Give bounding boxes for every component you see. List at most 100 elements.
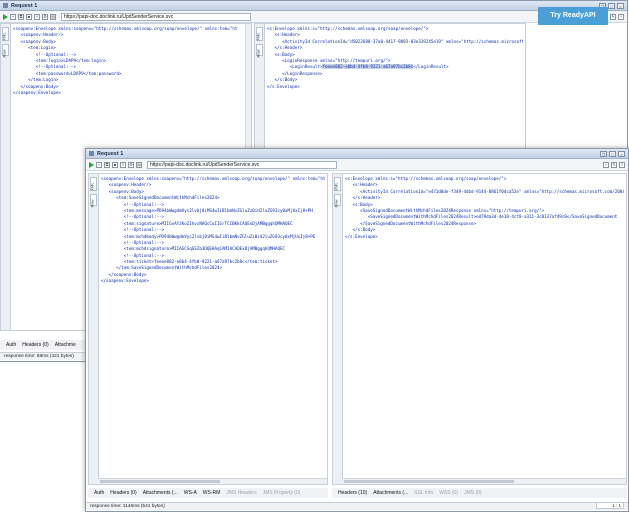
clone-icon[interactable]: ⧉ — [18, 13, 24, 20]
tab-jms-0[interactable]: JMS (0) — [464, 490, 482, 496]
tab-raw[interactable]: Raw — [334, 194, 341, 208]
edit-endpoint-icon[interactable]: ✎ — [610, 13, 616, 20]
tab-headers-0[interactable]: Headers (0) — [110, 490, 137, 496]
restore-icon[interactable]: ❐ — [600, 150, 607, 157]
close-icon[interactable]: × — [617, 2, 624, 9]
tab-headers-10[interactable]: Headers (10) — [338, 490, 368, 496]
code-line: </LoginResponse> — [267, 70, 323, 76]
code-line: </s:Envelope> — [345, 233, 378, 239]
tab-ssl-info[interactable]: SSL Info — [414, 490, 434, 496]
tab-raw[interactable]: Raw — [90, 194, 97, 208]
help-icon[interactable]: ? — [619, 161, 625, 168]
endpoint-url-input[interactable]: https://papi-doc.doclink.ru/UpdSenderSer… — [147, 160, 337, 169]
layout-icon[interactable]: ▤ — [136, 161, 142, 168]
tab-attachments[interactable]: Attachme — [54, 342, 76, 348]
tab-attachments[interactable]: Attachments (... — [373, 490, 409, 496]
code-line: <!--Optional:--> — [101, 227, 165, 233]
try-readyapi-button[interactable]: Try ReadyAPI — [538, 7, 608, 25]
tab-attachments[interactable]: Attachments (... — [142, 490, 178, 496]
code-line: <soapenv:Header/> — [13, 32, 64, 38]
maximize-icon[interactable]: □ — [609, 150, 616, 157]
code-line: <soapenv:Body> — [101, 188, 144, 194]
tab-headers[interactable]: Headers (0) — [22, 342, 49, 348]
tab-ws-rm[interactable]: WS-RM — [202, 490, 221, 496]
window-2-toolbar: + ⧉ ■ ≡ ⚙ ▤ https://papi-doc.doclink.ru/… — [86, 159, 628, 171]
format-icon[interactable]: ≡ — [120, 161, 126, 168]
scrollbar-thumb[interactable] — [344, 480, 514, 483]
close-icon[interactable]: × — [618, 150, 625, 157]
code-line: <tem:password>LDAP9</tem:password> — [13, 70, 122, 76]
tab-xml[interactable]: XML — [256, 27, 263, 41]
tab-jms-property-0[interactable]: JMS Property (0) — [262, 490, 301, 496]
tab-xml[interactable]: XML — [334, 177, 341, 191]
code-line: <SaveSignedDocumentWithMchdFiles2024Resu… — [345, 214, 618, 220]
window-1-title: Request 1 — [11, 2, 38, 9]
tab-ws-a[interactable]: WS-A — [183, 490, 197, 496]
scrollbar-thumb[interactable] — [100, 480, 220, 483]
response-xml-viewer[interactable]: <s:Envelope xmlns:s="http://schemas.xmls… — [345, 176, 624, 484]
request-view-tabs: XML Raw — [89, 174, 99, 484]
add-icon[interactable]: + — [10, 13, 16, 20]
request-xml-editor[interactable]: <soapenv:Envelope xmlns:soapenv="http://… — [101, 176, 325, 484]
tab-raw[interactable]: Raw — [2, 44, 9, 58]
code-line: </soapenv:Envelope> — [101, 278, 149, 284]
code-line: <!--Optional:--> — [101, 239, 165, 245]
settings-icon[interactable]: ⚙ — [128, 161, 134, 168]
add-icon[interactable]: + — [96, 161, 102, 168]
add-endpoint-icon[interactable]: + — [603, 161, 609, 168]
window-1-request-tabs: Auth Headers (0) Attachme — [0, 340, 85, 350]
tab-auth[interactable]: Auth — [6, 342, 17, 348]
window-2-request-pane: XML Raw <soapenv:Envelope xmlns:soapenv=… — [88, 173, 328, 485]
settings-icon[interactable]: ⚙ — [42, 13, 48, 20]
stop-icon[interactable]: ■ — [112, 161, 118, 168]
help-icon[interactable]: ? — [618, 13, 624, 20]
tab-raw[interactable]: Raw — [256, 44, 263, 58]
code-line: <s:Envelope xmlns:s="http://schemas.xmls… — [267, 26, 429, 31]
tab-xml[interactable]: XML — [2, 27, 9, 41]
code-line: <!--Optional:--> — [101, 252, 165, 258]
stop-icon[interactable]: ■ — [26, 13, 32, 20]
code-line: <tem:Login> — [13, 45, 56, 51]
tab-wss-0[interactable]: WSS (0) — [439, 490, 459, 496]
window-2-titlebar: Request 1 ❐ □ × — [86, 149, 628, 159]
login-result-close-tag: </LoginResult> — [413, 64, 449, 70]
horizontal-scrollbar[interactable] — [98, 478, 327, 484]
request-xml-editor[interactable]: <soapenv:Envelope xmlns:soapenv="http://… — [13, 26, 249, 330]
format-icon[interactable]: ≡ — [34, 13, 40, 20]
code-line: <ActivityId CorrelationId="e471d0de-f349… — [345, 188, 624, 194]
response-xml-viewer[interactable]: <s:Envelope xmlns:s="http://schemas.xmls… — [267, 26, 523, 330]
code-line: <tem:mchdsignature>MIIAGCSqGSIb3DQEHAqCA… — [101, 246, 286, 252]
tab-jms-headers[interactable]: JMS Headers — [226, 490, 257, 496]
edit-endpoint-icon[interactable]: ✎ — [611, 161, 617, 168]
code-line: <!--Optional:--> — [101, 214, 165, 220]
cursor-position: 1 : 1 — [596, 502, 624, 509]
code-line: </tem:SaveSignedDocumentWithMchdFiles202… — [101, 265, 223, 271]
code-line: </SaveSignedDocumentWithMchdFiles2024Res… — [345, 220, 477, 226]
code-line: <!--Optional:--> — [13, 64, 77, 70]
code-line: <s:Header> — [345, 182, 378, 188]
tab-xml[interactable]: XML — [90, 177, 97, 191]
window-2-status-bar: response time: 1146ms (541 bytes) — [86, 502, 628, 510]
clone-icon[interactable]: ⧉ — [104, 161, 110, 168]
code-line: <soapenv:Body> — [13, 38, 56, 44]
endpoint-url-input[interactable]: https://papi-doc.doclink.ru/UpdSenderSer… — [61, 12, 251, 21]
code-line: <s:Envelope xmlns:s="http://schemas.xmls… — [345, 176, 507, 181]
window-2-request-tabs: Auth Headers (0) Attachments (... WS-A WS-RM… — [88, 488, 328, 498]
window-1-status-bar: response time: 58ms (421 bytes) — [0, 352, 85, 360]
tab-auth[interactable]: Auth — [94, 490, 105, 496]
window-2-response-tabs: Headers (10) Attachments (... SSL Info WSS … — [332, 488, 627, 498]
code-line: <LoginResult>feeee882-e0b4-4fb0-9221-a67… — [267, 64, 449, 70]
horizontal-scrollbar[interactable] — [342, 478, 626, 484]
layout-icon[interactable]: ▤ — [50, 13, 56, 20]
request-icon — [3, 3, 8, 8]
code-line: <s:Body> — [345, 201, 373, 207]
request-view-tabs: XML Raw — [1, 24, 11, 330]
code-line: <soapenv:Envelope xmlns:soapenv="http://… — [13, 26, 238, 31]
maximize-icon[interactable]: □ — [608, 2, 615, 9]
run-request-icon[interactable] — [3, 13, 8, 20]
code-line: <!--Optional:--> — [101, 201, 165, 207]
code-line: <tem:signature>MIIGvAYJKoZIhvcNAQcCoIIGr… — [101, 220, 293, 226]
window-1-titlebar: Request 1 ❐ □ × — [0, 1, 627, 11]
window-2-title: Request 1 — [97, 150, 124, 157]
run-request-icon[interactable] — [89, 161, 94, 168]
